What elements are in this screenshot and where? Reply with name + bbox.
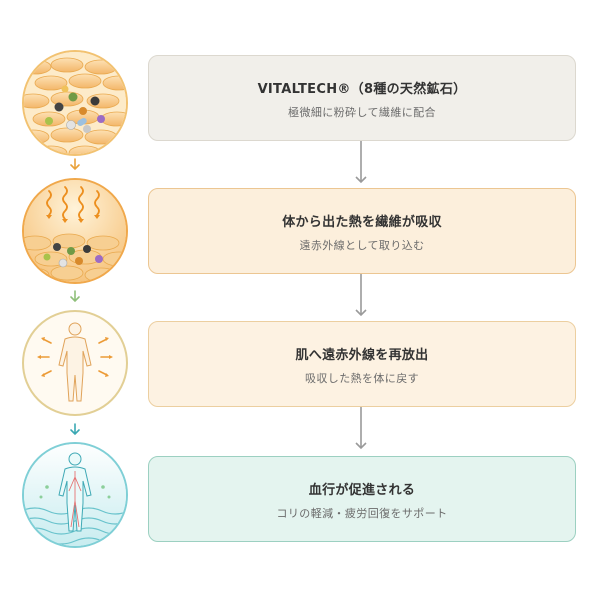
body-radiation-icon: [21, 309, 129, 417]
fiber-minerals-icon: [21, 49, 129, 157]
flow-arrow-2-icon: [353, 274, 369, 318]
step-2-title: 体から出た熱を繊維が吸収: [282, 215, 442, 230]
side-arrow-2-icon: [68, 289, 82, 303]
step-3-box: 肌へ遠赤外線を再放出 吸収した熱を体に戻す: [148, 321, 576, 407]
step-4-box: 血行が促進される コリの軽減・疲労回復をサポート: [148, 456, 576, 542]
side-arrow-3-icon: [68, 422, 82, 436]
heat-absorption-icon: [21, 177, 129, 285]
step-1-subtitle: 極微細に粉砕して繊維に配合: [288, 106, 436, 119]
step-1-box: VITALTECH®（8種の天然鉱石） 極微細に粉砕して繊維に配合: [148, 55, 576, 141]
side-arrow-1-icon: [68, 157, 82, 171]
flow-arrow-1-icon: [353, 141, 369, 185]
step-3-title: 肌へ遠赤外線を再放出: [295, 348, 429, 363]
step-2-subtitle: 遠赤外線として取り込む: [299, 239, 425, 252]
flow-arrow-3-icon: [353, 407, 369, 451]
step-3-subtitle: 吸収した熱を体に戻す: [305, 372, 419, 385]
circulation-body-icon: [21, 441, 129, 549]
step-1-title: VITALTECH®（8種の天然鉱石）: [257, 82, 467, 97]
step-4-subtitle: コリの軽減・疲労回復をサポート: [276, 507, 448, 520]
step-2-box: 体から出た熱を繊維が吸収 遠赤外線として取り込む: [148, 188, 576, 274]
step-4-title: 血行が促進される: [308, 483, 416, 498]
